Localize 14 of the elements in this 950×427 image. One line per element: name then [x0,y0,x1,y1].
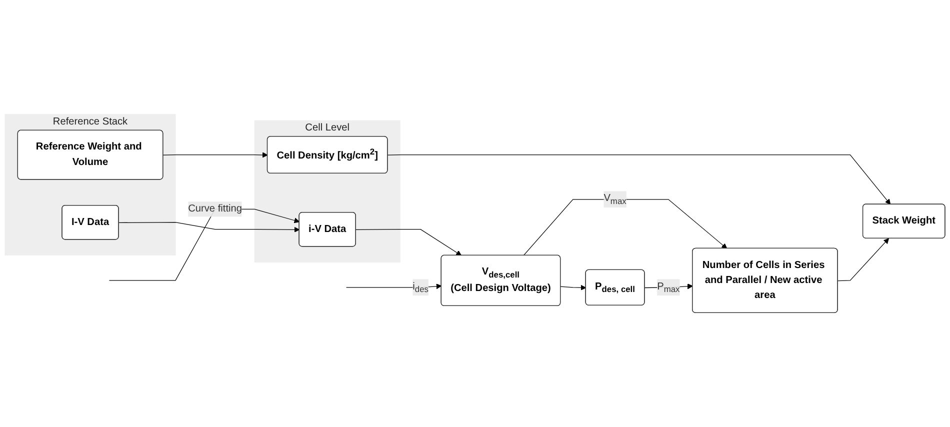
edge-label: Curve fitting [188,203,242,214]
arrow [387,154,891,205]
arrow [356,229,462,256]
arrow [838,238,889,282]
arrow [162,152,268,158]
arrow [560,284,586,290]
arrow [118,222,300,232]
edge-label: P$_{max}$ [657,281,680,294]
arrow [644,284,693,290]
edge-label: V$_{max}$ [604,193,626,206]
arrow [346,284,442,290]
arrow [108,208,300,281]
arrow [523,199,728,256]
edge-label: i$_{des}$ [412,281,428,294]
